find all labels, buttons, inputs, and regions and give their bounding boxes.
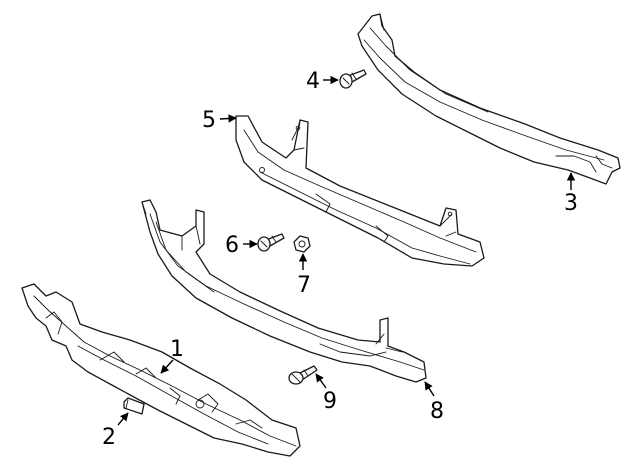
callout-3: 3 — [564, 191, 578, 216]
callout-2: 2 — [102, 425, 116, 450]
part-2-pad[interactable] — [123, 397, 145, 415]
part-7-nut[interactable] — [293, 235, 311, 253]
callout-1: 1 — [170, 337, 184, 362]
part-9-bolt[interactable] — [288, 365, 318, 385]
callout-6: 6 — [225, 233, 239, 258]
part-4-bolt[interactable] — [339, 69, 367, 89]
callout-5: 5 — [202, 108, 216, 133]
part-5-bumper-reinforcement[interactable] — [235, 115, 485, 267]
callout-8: 8 — [430, 399, 444, 424]
part-3-reinforcement[interactable] — [357, 13, 621, 185]
callout-7: 7 — [297, 273, 311, 298]
callout-4: 4 — [306, 69, 320, 94]
part-6-bolt[interactable] — [257, 233, 285, 252]
callout-9: 9 — [323, 389, 337, 414]
leader-lines — [117, 75, 576, 426]
part-8-carrier[interactable] — [141, 199, 427, 383]
